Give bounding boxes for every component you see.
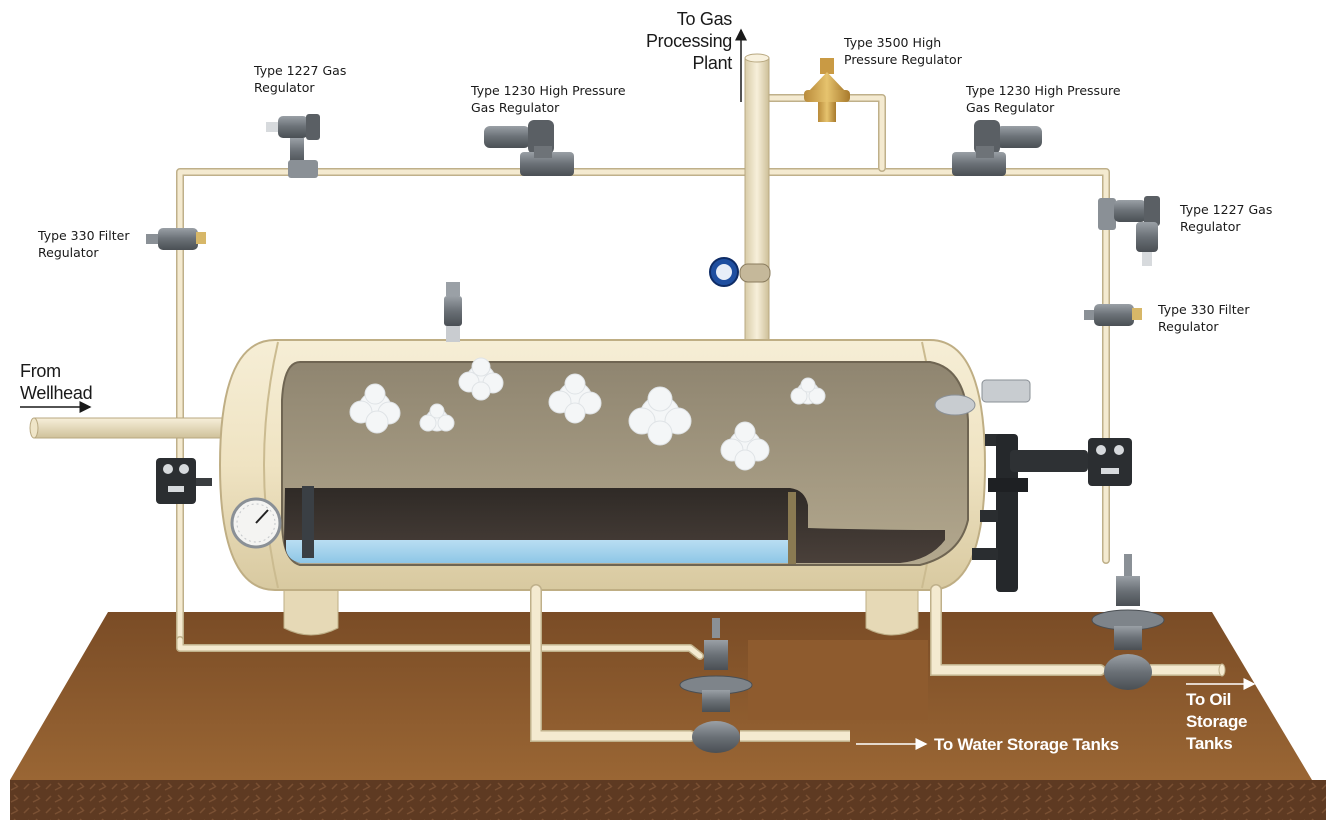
- label-330-left: Type 330 Filter Regulator: [38, 228, 130, 260]
- level-controller-left: [156, 458, 212, 504]
- water-dump-valve: [679, 618, 753, 753]
- oil-dump-valve: [1091, 554, 1165, 690]
- inlet-pipe: [29, 417, 231, 439]
- pressure-gauge: [230, 497, 282, 549]
- type-330-filter-regulator-left: [146, 228, 206, 250]
- type-3500-regulator: [804, 58, 850, 122]
- oil-outlet-piping: [972, 379, 1088, 592]
- gas-bubbles: [349, 357, 826, 471]
- vessel-saddles: [283, 584, 919, 636]
- type-1227-regulator-left: [266, 114, 320, 178]
- oil-dump-piping: [930, 584, 1226, 677]
- gas-outlet-pipe: [744, 53, 770, 343]
- type-1227-regulator-right: [1098, 196, 1160, 266]
- from-wellhead-label: From Wellhead: [20, 361, 93, 403]
- gas-supply-piping: [176, 94, 1110, 660]
- label-1230-left: Type 1230 High Pressure Gas Regulator: [471, 83, 626, 115]
- flow-meter: [709, 257, 771, 287]
- to-oil-label: To Oil Storage Tanks: [1186, 690, 1248, 753]
- ground-patch: [748, 640, 928, 720]
- level-controller-right: [1088, 438, 1132, 486]
- label-1227-right: Type 1227 Gas Regulator: [1180, 202, 1273, 234]
- relief-valve: [444, 282, 462, 342]
- to-water-label: To Water Storage Tanks: [934, 735, 1119, 754]
- to-gas-plant-label: To Gas Processing Plant: [645, 9, 732, 73]
- ground: [10, 612, 1326, 820]
- water-outlet-piping: [530, 584, 850, 742]
- type-1230-regulator-left: [484, 120, 574, 176]
- type-330-filter-regulator-right: [1084, 304, 1142, 326]
- label-1230-right: Type 1230 High Pressure Gas Regulator: [966, 83, 1121, 115]
- separator-vessel: [218, 339, 987, 591]
- label-3500: Type 3500 High Pressure Regulator: [844, 35, 962, 67]
- type-1230-regulator-right: [952, 120, 1042, 176]
- label-1227-left: Type 1227 Gas Regulator: [254, 63, 347, 95]
- label-330-right: Type 330 Filter Regulator: [1158, 302, 1250, 334]
